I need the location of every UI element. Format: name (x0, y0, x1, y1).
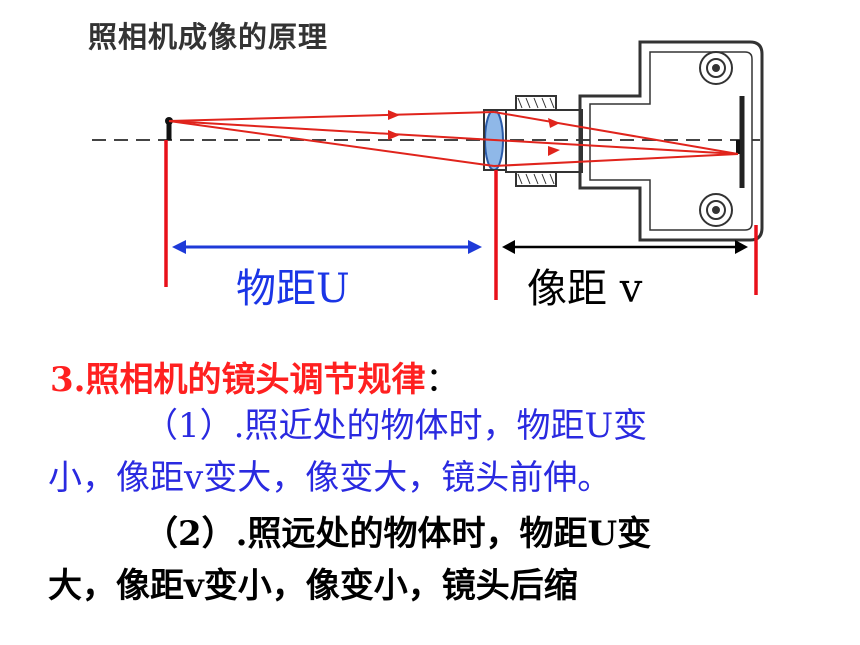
ray-arrowheads (388, 110, 560, 156)
winding-knob-top (699, 51, 733, 85)
rules-heading-colon: ： (425, 360, 460, 400)
position-markers (164, 140, 758, 300)
rules-heading: 3.照相机的镜头调节规律： (50, 352, 460, 401)
rules-heading-text: 3.照相机的镜头调节规律 (50, 360, 426, 400)
image-distance-label: 像距 v (527, 266, 643, 312)
image-distance-arrow (502, 240, 748, 254)
winding-knob-bottom (699, 193, 733, 227)
page-title: 照相机成像的原理 (88, 20, 329, 54)
camera-diagram (92, 40, 764, 300)
rule-near-object: （1）.照近处的物体时，物距U变小，像距v变大，像变大，镜头前伸。 (48, 400, 808, 504)
object-distance-arrow (172, 240, 482, 254)
rule2-line1: （2）.照远处的物体时，物距U变 (144, 514, 652, 554)
rule-far-object: （2）.照远处的物体时，物距U变大，像距v变小，像变小，镜头后缩 (48, 508, 808, 612)
rule1-line1: （1）.照近处的物体时，物距U变 (144, 406, 648, 446)
camera-body (578, 40, 764, 242)
object-distance-label: 物距U (236, 266, 350, 312)
rule2-line2: 大，像距v变小，像变小，镜头后缩 (48, 566, 578, 606)
rule1-line2: 小，像距v变大，像变大，镜头前伸。 (48, 458, 612, 498)
light-rays (168, 111, 739, 167)
